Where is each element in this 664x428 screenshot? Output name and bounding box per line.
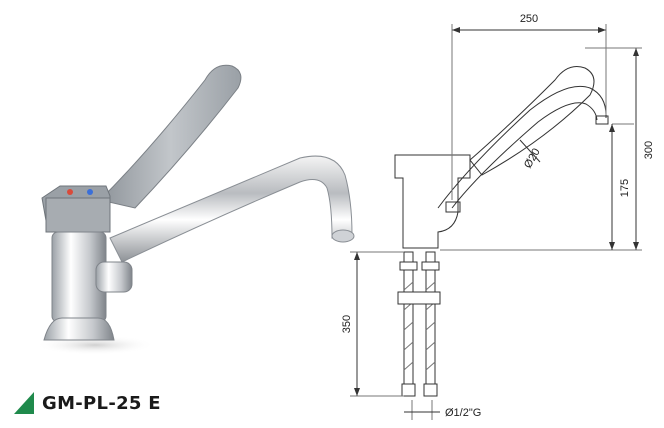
dim-height-total: 300 xyxy=(643,141,655,159)
dim-spout-diameter: Ø20 xyxy=(522,146,543,170)
dim-width-top: 250 xyxy=(520,13,538,25)
dim-hose-length: 350 xyxy=(341,315,353,333)
dim-height-spout: 175 xyxy=(619,179,631,197)
faucet-photo xyxy=(35,64,355,355)
dim-connection: Ø1/2"G xyxy=(445,407,481,419)
model-title: GM-PL-25 E xyxy=(42,392,161,414)
technical-drawing xyxy=(350,24,642,420)
green-triangle-icon xyxy=(14,392,34,414)
model-title-block: GM-PL-25 E xyxy=(14,388,161,418)
